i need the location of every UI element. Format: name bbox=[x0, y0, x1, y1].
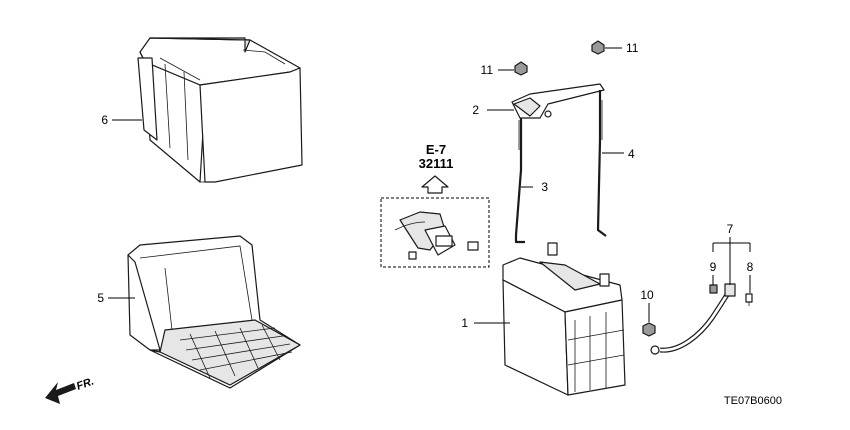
callout-7: 7 bbox=[727, 222, 734, 236]
callout-3: 3 bbox=[541, 180, 548, 194]
callout-9: 9 bbox=[710, 260, 717, 274]
reference-page[interactable]: E-7 bbox=[426, 142, 446, 157]
battery-tray bbox=[127, 235, 301, 389]
callout-11-right: 11 bbox=[626, 41, 639, 55]
ground-cable bbox=[650, 283, 736, 355]
front-direction-arrow bbox=[45, 382, 76, 404]
washer-nut-10 bbox=[642, 322, 656, 337]
callout-10: 10 bbox=[640, 288, 654, 302]
hold-down-bracket bbox=[511, 83, 605, 119]
callout-1: 1 bbox=[461, 316, 468, 330]
battery-cover bbox=[137, 37, 303, 183]
leader-lines bbox=[108, 47, 751, 324]
callout-6: 6 bbox=[101, 113, 108, 127]
callout-2: 2 bbox=[472, 103, 479, 117]
callout-5: 5 bbox=[97, 291, 104, 305]
flange-nut-left bbox=[514, 61, 528, 76]
reference-inset bbox=[380, 197, 490, 268]
nut-9 bbox=[709, 284, 718, 294]
callout-4: 4 bbox=[628, 147, 635, 161]
reference-arrow bbox=[421, 175, 449, 194]
diagram-code: TE07B0600 bbox=[724, 395, 782, 407]
callout-11-left: 11 bbox=[481, 63, 494, 77]
bolt-8 bbox=[745, 293, 753, 306]
j-bolt-right bbox=[596, 90, 607, 237]
front-direction-label: FR. bbox=[75, 375, 96, 392]
callout-8: 8 bbox=[747, 260, 754, 274]
reference-part-number[interactable]: 32111 bbox=[419, 156, 454, 171]
j-bolt-left bbox=[514, 118, 525, 244]
battery bbox=[502, 242, 626, 396]
flange-nut-right bbox=[591, 40, 605, 55]
